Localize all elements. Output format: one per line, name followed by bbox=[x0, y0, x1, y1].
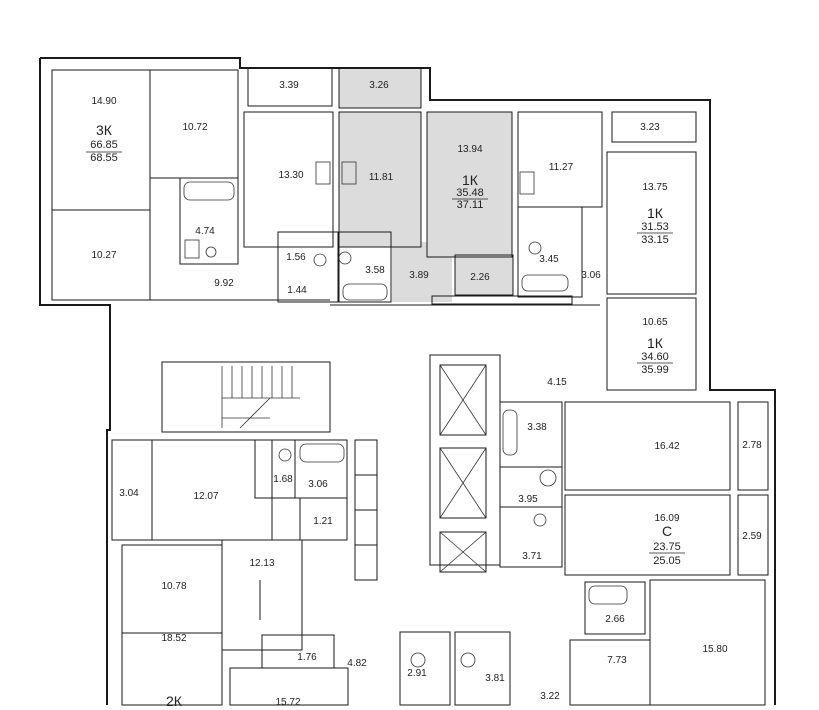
room-area: 10.27 bbox=[91, 250, 116, 261]
outer-walls bbox=[39, 57, 776, 705]
room-area: 1.68 bbox=[273, 474, 293, 485]
highlight-room-13-94 bbox=[427, 112, 512, 257]
room-area: 3.04 bbox=[119, 488, 139, 499]
apartment-label-1k-right[interactable]: 1К 31.53 33.15 bbox=[637, 205, 673, 246]
room-area: 3.58 bbox=[365, 265, 385, 276]
room-area: 15.72 bbox=[275, 697, 300, 708]
room-area: 2.66 bbox=[605, 614, 625, 625]
room-area: 3.23 bbox=[640, 122, 660, 133]
apartment-total-area: 37.11 bbox=[457, 199, 484, 211]
highlight-hall-3-89 bbox=[392, 242, 452, 302]
apartment-living-area: 34.60 bbox=[641, 351, 669, 363]
room-area: 4.15 bbox=[547, 377, 567, 388]
room-area: 3.38 bbox=[527, 422, 547, 433]
central-core-walls bbox=[161, 354, 501, 581]
top-middle-walls bbox=[243, 67, 697, 306]
apartment-type: 1К bbox=[647, 205, 664, 221]
apartment-type: 3К bbox=[96, 122, 113, 138]
apartment-living-area: 23.75 bbox=[653, 541, 681, 553]
room-area: 2.26 bbox=[470, 272, 490, 283]
room-area: 16.42 bbox=[654, 441, 679, 452]
room-area: 3.89 bbox=[409, 270, 429, 281]
room-area: 3.06 bbox=[581, 270, 601, 281]
apartment-label-1k-middle-right[interactable]: 1К 34.60 35.99 bbox=[637, 335, 673, 376]
room-area: 13.94 bbox=[457, 144, 482, 155]
room-area: 13.30 bbox=[278, 170, 303, 181]
room-area: 14.90 bbox=[91, 96, 116, 107]
room-area: 2.91 bbox=[407, 668, 427, 679]
apartment-type: 1К bbox=[462, 172, 479, 188]
room-area: 11.27 bbox=[549, 162, 574, 173]
room-area: 9.92 bbox=[214, 278, 234, 289]
apartment-3k-walls bbox=[51, 69, 330, 301]
apartment-living-area: 31.53 bbox=[641, 221, 669, 233]
left-lower-walls bbox=[111, 439, 511, 706]
room-area: 1.21 bbox=[313, 516, 333, 527]
highlight-balcony-3-26 bbox=[339, 68, 421, 108]
apartment-living-area: 66.85 bbox=[90, 139, 118, 151]
room-area: 1.44 bbox=[287, 285, 307, 296]
room-area: 3.39 bbox=[279, 80, 299, 91]
room-area: 3.71 bbox=[522, 551, 542, 562]
apartment-type: С bbox=[662, 523, 672, 539]
room-area: 2.59 bbox=[742, 531, 762, 542]
apartment-living-area: 35.48 bbox=[456, 187, 484, 199]
room-area: 16.09 bbox=[654, 513, 679, 524]
room-area: 3.26 bbox=[369, 80, 389, 91]
room-area: 4.74 bbox=[195, 226, 215, 237]
apartment-total-area: 68.55 bbox=[90, 152, 118, 164]
room-area: 10.72 bbox=[182, 122, 207, 133]
apartment-label-1k-highlighted[interactable]: 1К 35.48 37.11 bbox=[452, 172, 488, 211]
apartment-total-area: 35.99 bbox=[641, 364, 669, 376]
room-area: 4.82 bbox=[347, 658, 367, 669]
room-area: 3.45 bbox=[539, 254, 559, 265]
room-labels: 14.90 10.72 4.74 10.27 9.92 3.39 3.26 13… bbox=[91, 80, 762, 708]
apartment-total-area: 33.15 bbox=[641, 234, 669, 246]
room-area: 12.07 bbox=[193, 491, 218, 502]
apartment-label-3k[interactable]: 3К 66.85 68.55 bbox=[86, 122, 122, 164]
room-area: 15.80 bbox=[702, 644, 727, 655]
apartment-type: 1К bbox=[647, 335, 664, 351]
room-area: 1.76 bbox=[297, 652, 317, 663]
room-area: 3.95 bbox=[518, 494, 538, 505]
highlight-room-11-81 bbox=[339, 112, 421, 247]
highlight-bath-2-26 bbox=[455, 255, 513, 295]
room-area: 13.75 bbox=[642, 182, 667, 193]
room-area: 10.65 bbox=[642, 317, 667, 328]
room-area: 3.81 bbox=[485, 673, 505, 684]
right-side-walls bbox=[499, 297, 769, 706]
room-area: 10.78 bbox=[161, 581, 186, 592]
apartment-label-2k[interactable]: 2К bbox=[166, 693, 183, 709]
room-area: 11.81 bbox=[369, 172, 394, 183]
room-area: 3.22 bbox=[540, 691, 560, 702]
room-area: 3.06 bbox=[308, 479, 328, 490]
room-area: 1.56 bbox=[286, 252, 306, 263]
room-area: 2.78 bbox=[742, 440, 762, 451]
room-area: 7.73 bbox=[607, 655, 627, 666]
apartment-type: 2К bbox=[166, 693, 183, 709]
apartment-label-studio[interactable]: С 23.75 25.05 bbox=[649, 523, 685, 567]
apartment-total-area: 25.05 bbox=[653, 555, 681, 567]
room-area: 18.52 bbox=[161, 633, 186, 644]
highlighted-apartment[interactable] bbox=[339, 68, 513, 302]
room-area: 12.13 bbox=[249, 558, 274, 569]
